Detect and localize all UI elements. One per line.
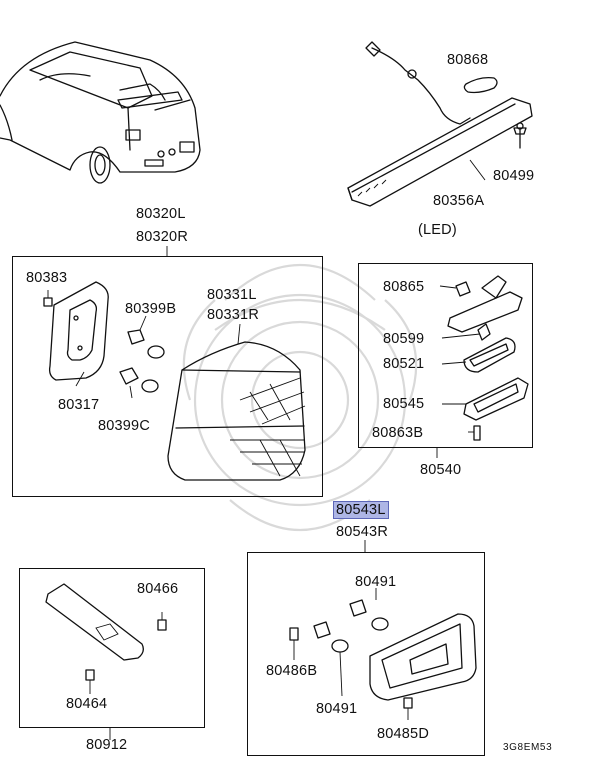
part-label-80320l[interactable]: 80320L [136,206,186,222]
part-label-80356a[interactable]: 80356A [433,193,485,209]
part-label-80464[interactable]: 80464 [66,696,108,712]
part-label-80545[interactable]: 80545 [383,396,425,412]
tail-lamp-group-box [12,256,323,497]
part-label-80320r[interactable]: 80320R [136,229,188,245]
part-label-80317[interactable]: 80317 [58,397,100,413]
marker-lamp-drawing [289,540,477,720]
part-label-80466[interactable]: 80466 [137,581,179,597]
part-label-80485d[interactable]: 80485D [377,726,429,742]
car-illustration [0,41,201,184]
part-label-80499[interactable]: 80499 [493,168,535,184]
reflector-drawing [45,583,167,740]
license-lamp-drawing [436,275,529,458]
led-stop-lamp [347,41,533,207]
part-label-80486b[interactable]: 80486B [266,663,318,679]
part-label-80521[interactable]: 80521 [383,356,425,372]
watermark-emblem [182,263,418,532]
part-label-80912[interactable]: 80912 [86,737,128,753]
part-label-80599[interactable]: 80599 [383,331,425,347]
part-label-80491-bottom[interactable]: 80491 [316,701,358,717]
tail-lamp-drawing [43,246,306,481]
part-label-80399b[interactable]: 80399B [125,301,177,317]
part-label-80383[interactable]: 80383 [26,270,68,286]
license-lamp-group-box [358,263,533,448]
part-label-80543r[interactable]: 80543R [336,524,388,540]
part-label-80543l-highlighted[interactable]: 80543L [333,501,389,519]
part-label-80399c[interactable]: 80399C [98,418,150,434]
part-label-80331l[interactable]: 80331L [207,287,257,303]
led-note: (LED) [418,222,457,238]
part-label-80491-top[interactable]: 80491 [355,574,397,590]
part-label-80863b[interactable]: 80863B [372,425,424,441]
reflector-group-box [19,568,205,728]
part-label-80331r[interactable]: 80331R [207,307,259,323]
diagram-code: 3G8EM53 [503,742,553,753]
part-label-80868[interactable]: 80868 [447,52,489,68]
part-label-80540[interactable]: 80540 [420,462,462,478]
part-label-80865[interactable]: 80865 [383,279,425,295]
marker-lamp-group-box [247,552,485,756]
